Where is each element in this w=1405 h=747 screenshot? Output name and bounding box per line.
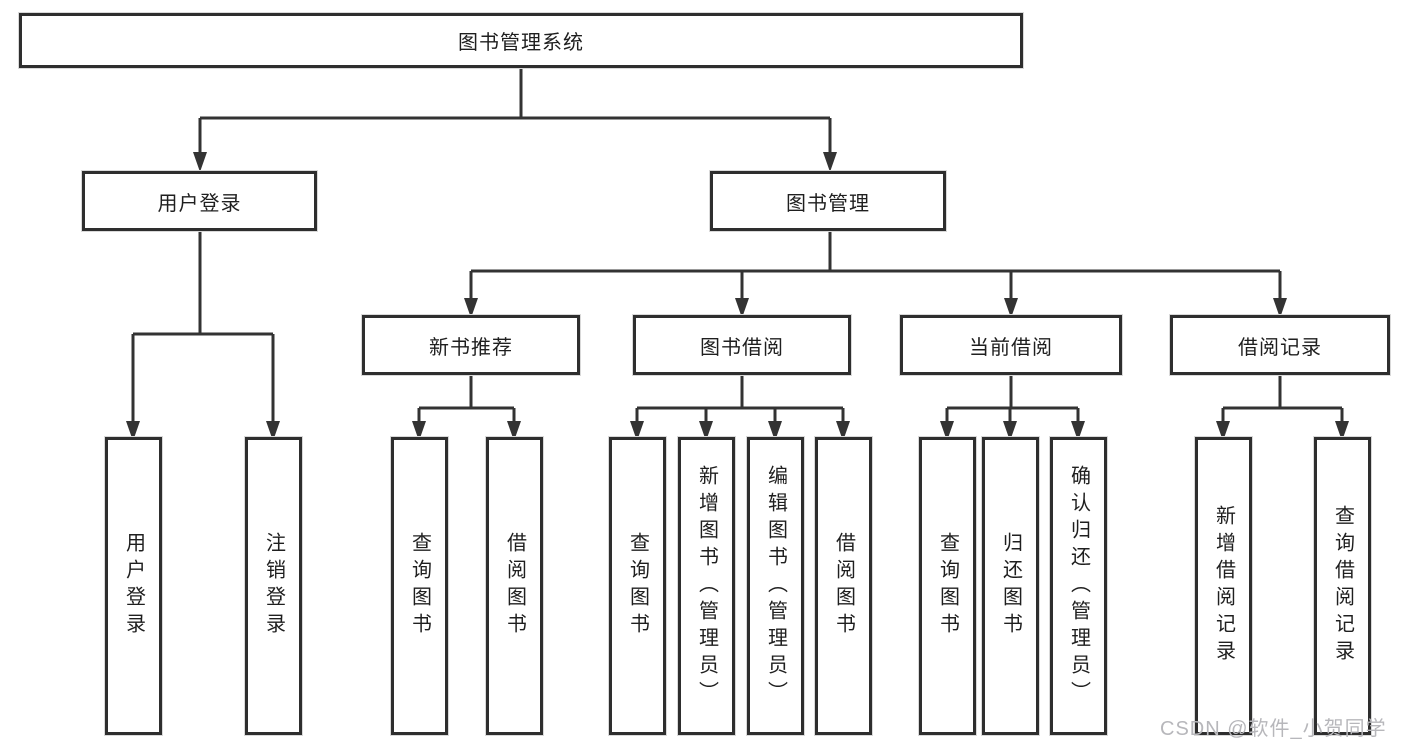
- leaf-user-login: 用户登录: [105, 437, 162, 735]
- node-new-book-recommend-label: 新书推荐: [429, 336, 513, 359]
- leaf-records-add-record-label: 新增借阅记录: [1212, 505, 1235, 667]
- leaf-logout-label: 注销登录: [262, 532, 285, 640]
- leaf-current-return-books-label: 归还图书: [999, 532, 1022, 640]
- leaf-current-confirm-return-admin: 确认归还（管理员）: [1050, 437, 1107, 735]
- leaf-current-query-books-label: 查询图书: [936, 532, 959, 640]
- node-current-borrow-label: 当前借阅: [969, 336, 1053, 359]
- leaf-recommend-borrow-books-label: 借阅图书: [503, 532, 526, 640]
- leaf-records-query-record-label: 查询借阅记录: [1331, 505, 1354, 667]
- node-book-borrow-label: 图书借阅: [700, 336, 784, 359]
- leaf-borrow-borrow-books-label: 借阅图书: [832, 532, 855, 640]
- leaf-records-add-record: 新增借阅记录: [1195, 437, 1252, 735]
- leaf-current-confirm-return-admin-label: 确认归还（管理员）: [1067, 464, 1090, 708]
- node-borrow-records: 借阅记录: [1170, 315, 1390, 375]
- node-root-label: 图书管理系统: [458, 32, 584, 54]
- leaf-borrow-add-books-admin-label: 新增图书（管理员）: [695, 464, 718, 708]
- node-new-book-recommend: 新书推荐: [362, 315, 580, 375]
- leaf-logout: 注销登录: [245, 437, 302, 735]
- leaf-borrow-add-books-admin: 新增图书（管理员）: [678, 437, 735, 735]
- leaf-borrow-query-books-label: 查询图书: [626, 532, 649, 640]
- node-root: 图书管理系统: [19, 13, 1023, 68]
- node-current-borrow: 当前借阅: [900, 315, 1122, 375]
- node-book-management: 图书管理: [710, 171, 946, 231]
- leaf-current-query-books: 查询图书: [919, 437, 976, 735]
- leaf-user-login-label: 用户登录: [122, 532, 145, 640]
- leaf-recommend-query-books: 查询图书: [391, 437, 448, 735]
- arrowhead-icons: [126, 152, 1349, 441]
- node-book-management-label: 图书管理: [786, 192, 870, 215]
- leaf-borrow-edit-books-admin-label: 编辑图书（管理员）: [764, 464, 787, 708]
- leaf-recommend-borrow-books: 借阅图书: [486, 437, 543, 735]
- leaf-current-return-books: 归还图书: [982, 437, 1039, 735]
- leaf-borrow-borrow-books: 借阅图书: [815, 437, 872, 735]
- node-borrow-records-label: 借阅记录: [1238, 336, 1322, 359]
- leaf-borrow-query-books: 查询图书: [609, 437, 666, 735]
- leaf-borrow-edit-books-admin: 编辑图书（管理员）: [747, 437, 804, 735]
- node-user-login: 用户登录: [82, 171, 317, 231]
- leaf-records-query-record: 查询借阅记录: [1314, 437, 1371, 735]
- node-book-borrow: 图书借阅: [633, 315, 851, 375]
- node-user-login-label: 用户登录: [157, 192, 242, 215]
- watermark: CSDN @软件_小贺同学: [1160, 718, 1387, 740]
- leaf-recommend-query-books-label: 查询图书: [408, 532, 431, 640]
